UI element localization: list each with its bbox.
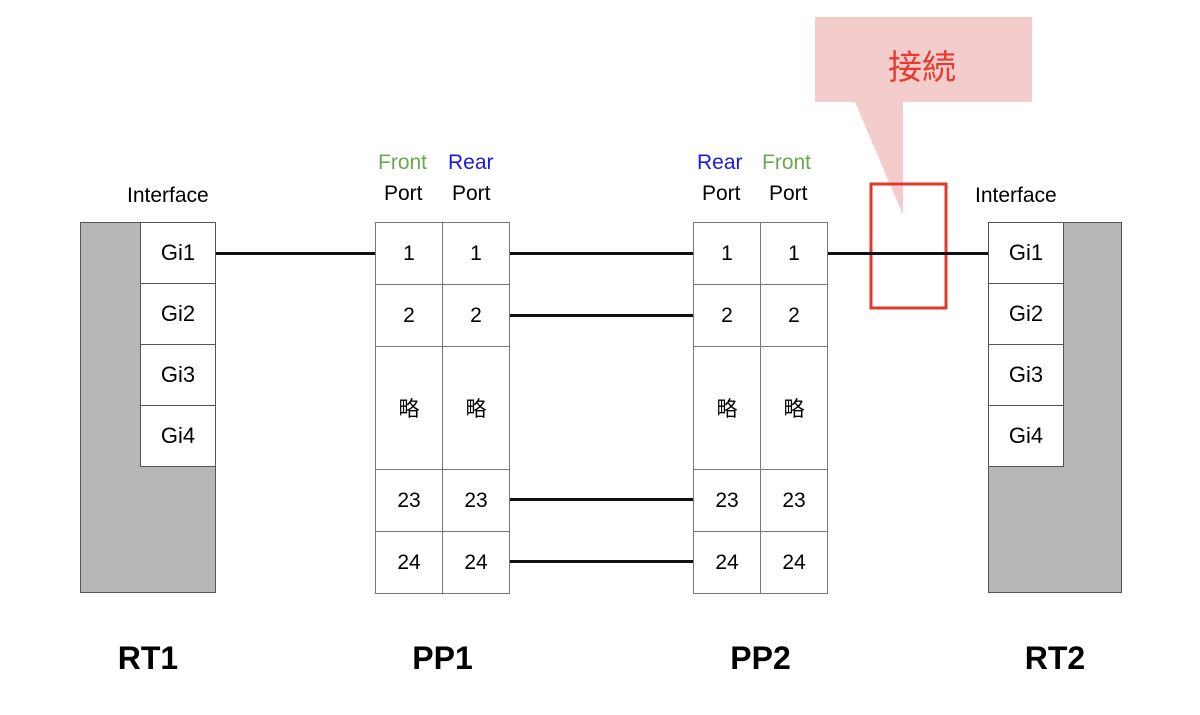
- rt1-interface-label: Interface: [127, 184, 209, 207]
- pp1-front-24: 24: [375, 531, 443, 594]
- pp1-rear-23: 23: [442, 469, 510, 532]
- callout-text: 接続: [888, 49, 956, 87]
- pp2-header-front: Front: [762, 151, 812, 174]
- cable-pp1-rear-24-to-pp2-rear-24: [510, 560, 693, 563]
- pp2-front-1: 1: [760, 222, 828, 285]
- rt1-name: RT1: [117, 640, 179, 676]
- pp2-header-port-right: Port: [769, 182, 808, 205]
- rt2-port-gi1: Gi1: [988, 222, 1064, 284]
- pp1-rear-24: 24: [442, 531, 510, 594]
- cable-pp1-rear-1-to-pp2-rear-1: [510, 252, 693, 255]
- pp2-header-rear: Rear: [697, 151, 743, 174]
- pp1-name: PP1: [412, 640, 473, 676]
- pp1-header-port-left: Port: [384, 182, 423, 205]
- connection-highlight-box: [869, 182, 948, 310]
- pp1-header-rear: Rear: [448, 151, 494, 174]
- pp2-front-omitted: 略: [760, 346, 828, 470]
- rt1-port-gi4: Gi4: [140, 405, 216, 467]
- pp2-rear-24: 24: [693, 531, 761, 594]
- pp2-rear-23: 23: [693, 469, 761, 532]
- cable-pp1-rear-23-to-pp2-rear-23: [510, 498, 693, 501]
- pp1-rear-1: 1: [442, 222, 510, 285]
- pp2-front-23: 23: [760, 469, 828, 532]
- pp1-rear-2: 2: [442, 284, 510, 347]
- rt2-interface-label: Interface: [975, 184, 1057, 207]
- pp2-name: PP2: [730, 640, 791, 676]
- rt1-port-gi2: Gi2: [140, 283, 216, 345]
- pp1-rear-omitted: 略: [442, 346, 510, 470]
- pp1-front-23: 23: [375, 469, 443, 532]
- cable-rt1-gi1-to-pp1-front-1: [216, 252, 375, 255]
- rt1-port-gi1: Gi1: [140, 222, 216, 284]
- rt2-port-gi2: Gi2: [988, 283, 1064, 345]
- pp2-rear-1: 1: [693, 222, 761, 285]
- rt2-name: RT2: [1024, 640, 1086, 676]
- pp1-front-1: 1: [375, 222, 443, 285]
- cable-pp2-front-1-to-rt2-gi1: [828, 252, 988, 255]
- pp2-rear-2: 2: [693, 284, 761, 347]
- pp2-front-24: 24: [760, 531, 828, 594]
- pp1-header-front: Front: [378, 151, 428, 174]
- cable-pp1-rear-2-to-pp2-rear-2: [510, 314, 693, 317]
- rt2-port-gi4: Gi4: [988, 405, 1064, 467]
- rt2-port-gi3: Gi3: [988, 344, 1064, 406]
- pp2-front-2: 2: [760, 284, 828, 347]
- pp2-header-port-left: Port: [702, 182, 741, 205]
- pp1-header-port-right: Port: [452, 182, 491, 205]
- pp1-front-2: 2: [375, 284, 443, 347]
- pp2-rear-omitted: 略: [693, 346, 761, 470]
- rt1-port-gi3: Gi3: [140, 344, 216, 406]
- pp1-front-omitted: 略: [375, 346, 443, 470]
